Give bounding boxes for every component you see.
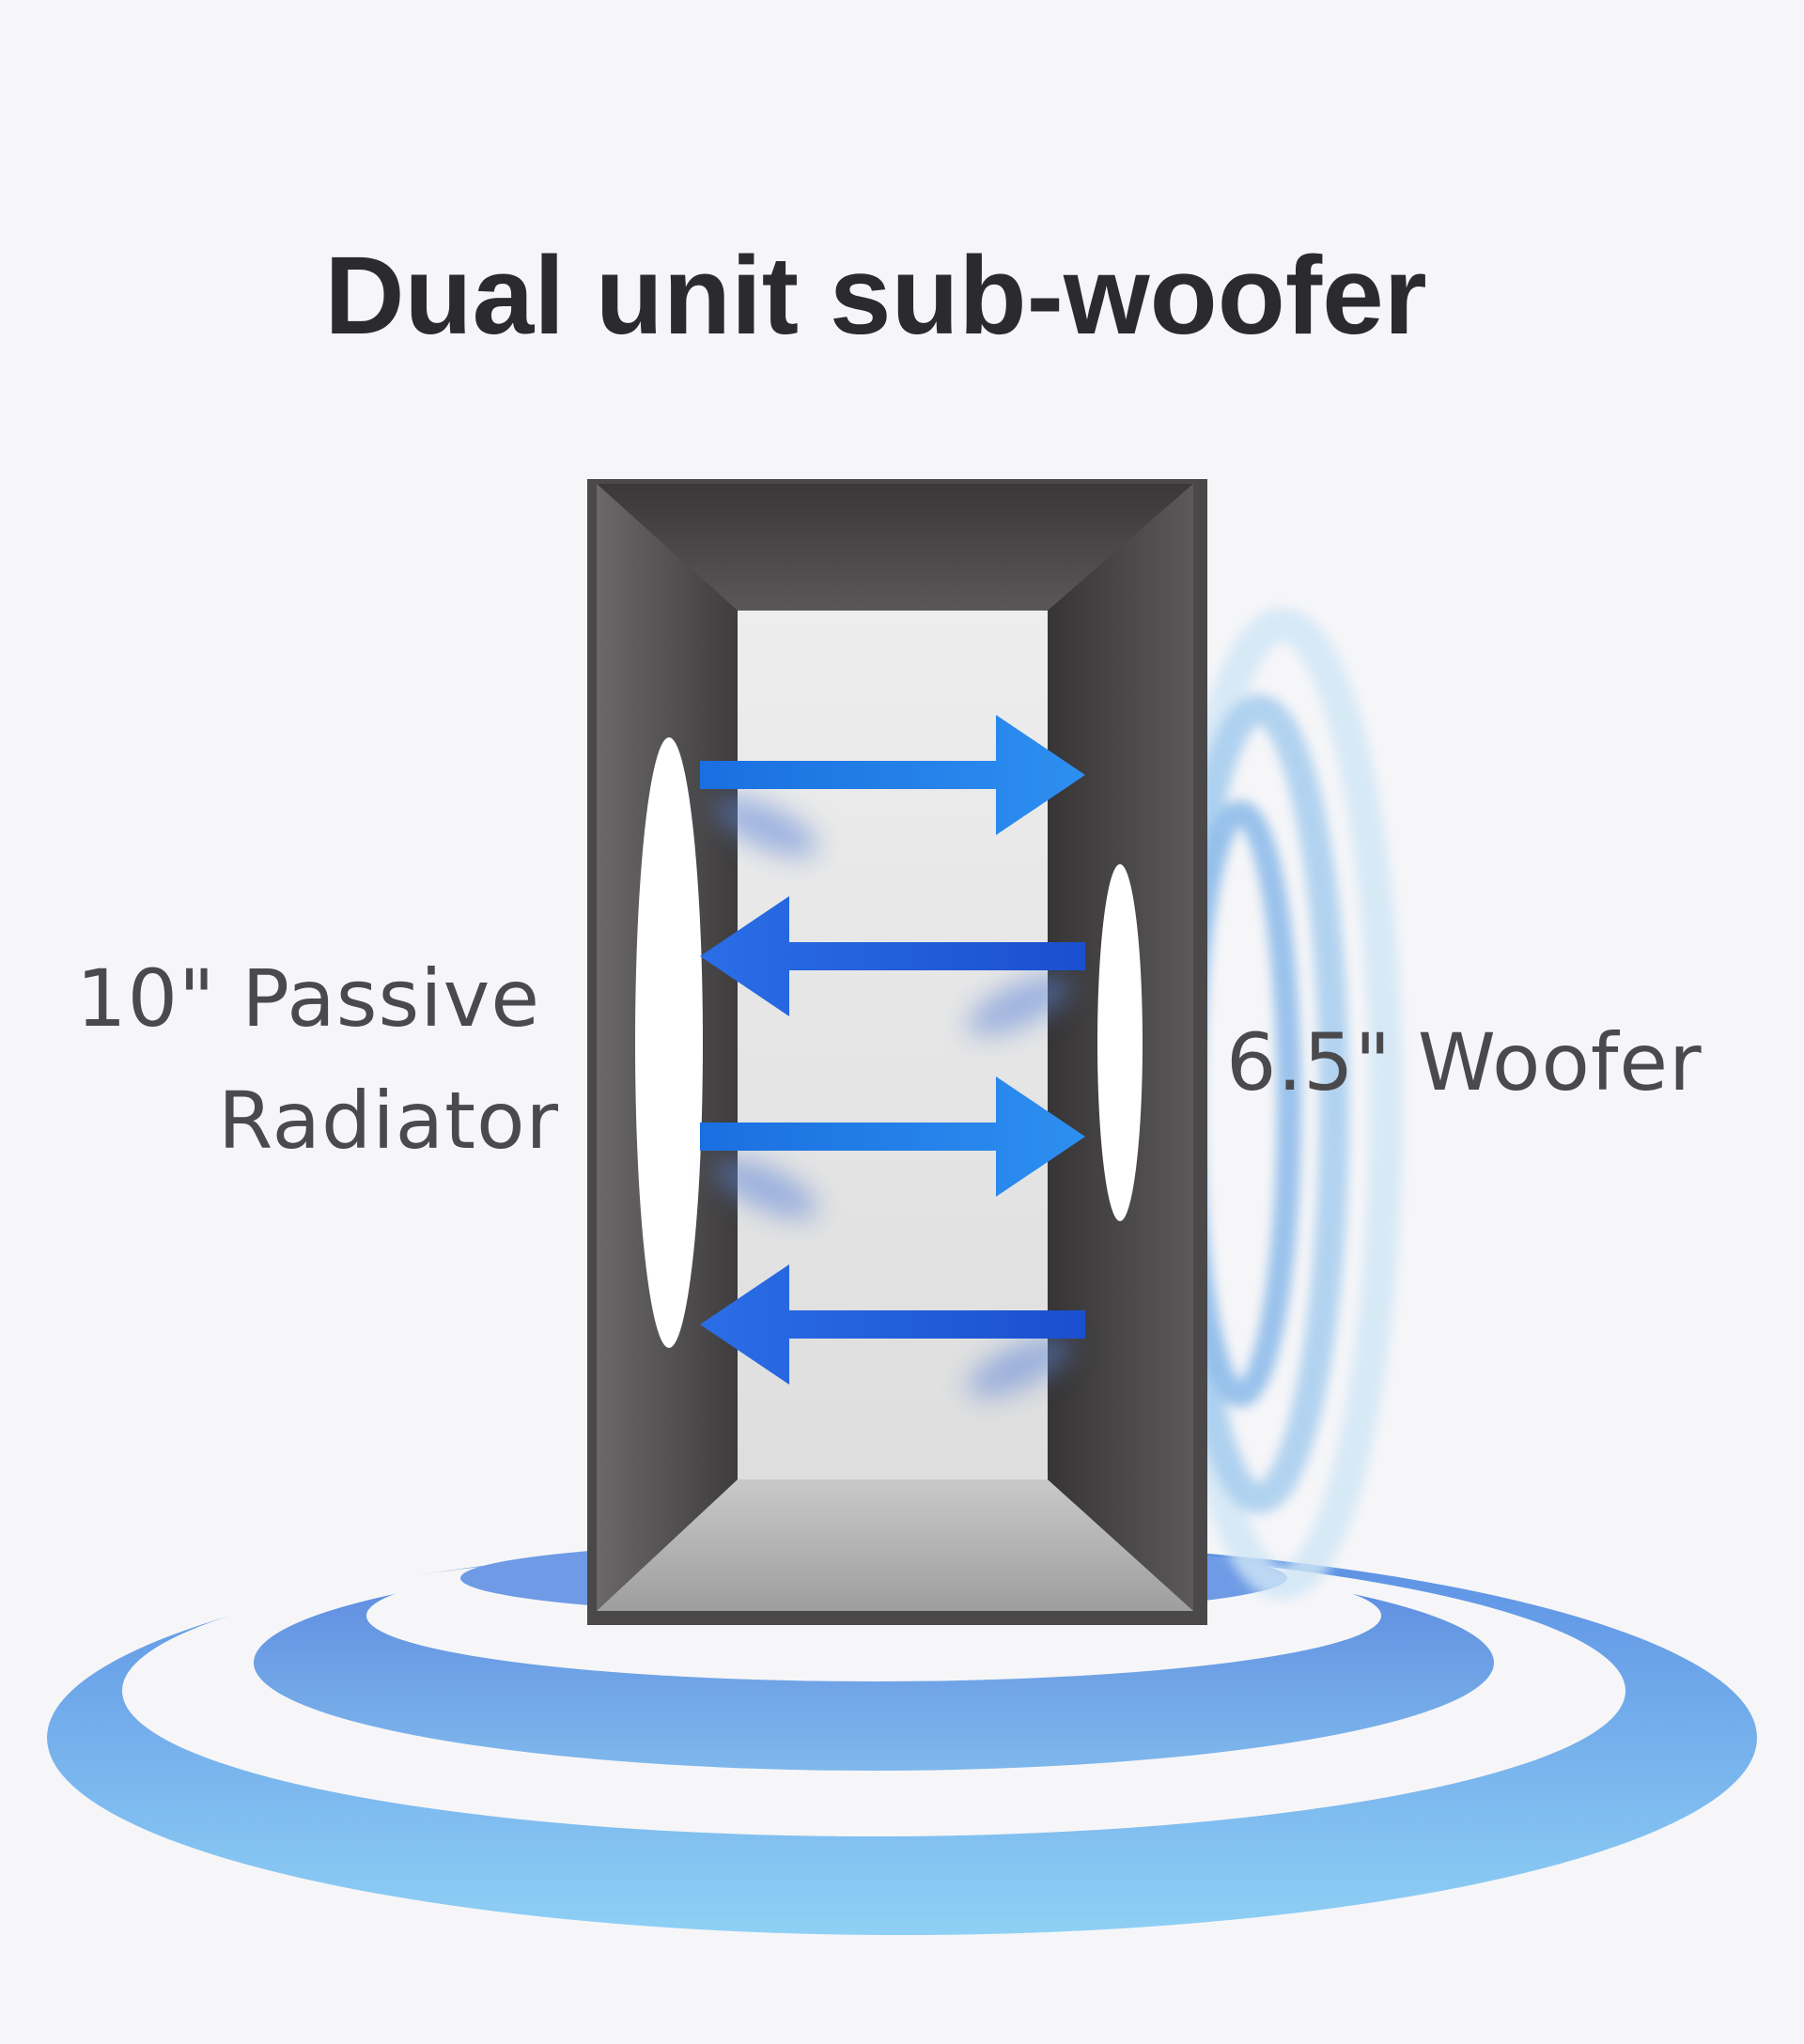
woofer xyxy=(1097,864,1143,1221)
passive-radiator xyxy=(635,737,703,1348)
air-flow-arrows xyxy=(700,715,1085,1385)
woofer-label: 6.5" Woofer xyxy=(1226,1016,1703,1108)
diagram-title: Dual unit sub-woofer xyxy=(324,234,1426,358)
passive-radiator-label-line2: Radiator xyxy=(218,1075,559,1167)
arrow-left-2 xyxy=(700,896,1085,1016)
arrow-glows xyxy=(713,796,1072,1398)
arrow-left-4 xyxy=(700,1264,1085,1385)
passive-radiator-label-line1: 10" Passive xyxy=(76,952,540,1045)
arrow-right-3 xyxy=(700,1076,1085,1197)
arrow-right-1 xyxy=(700,715,1085,835)
